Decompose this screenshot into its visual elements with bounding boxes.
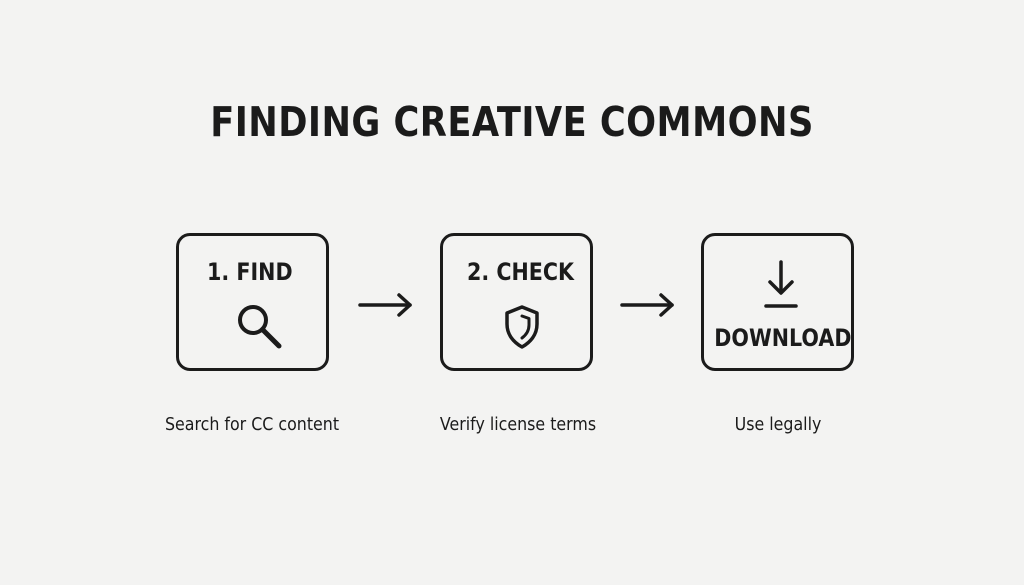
arrow-right-icon [358, 293, 412, 317]
step-download-label: DOWNLOAD [714, 324, 852, 352]
step-download-caption: Use legally [734, 414, 822, 435]
search-icon [238, 305, 282, 349]
download-icon [764, 260, 798, 308]
arrow-right-icon [620, 293, 674, 317]
step-check-label: 2. CHECK [467, 258, 575, 286]
diagram-title: FINDING CREATIVE COMMONS [210, 98, 814, 146]
step-check-box: 2. CHECK [440, 233, 593, 371]
shield-icon [505, 305, 539, 349]
step-find-box: 1. FIND [176, 233, 329, 371]
step-check-caption: Verify license terms [439, 414, 597, 435]
step-download-box: DOWNLOAD [701, 233, 854, 371]
step-find-label: 1. FIND [207, 258, 293, 286]
step-find-caption: Search for CC content [164, 414, 340, 435]
